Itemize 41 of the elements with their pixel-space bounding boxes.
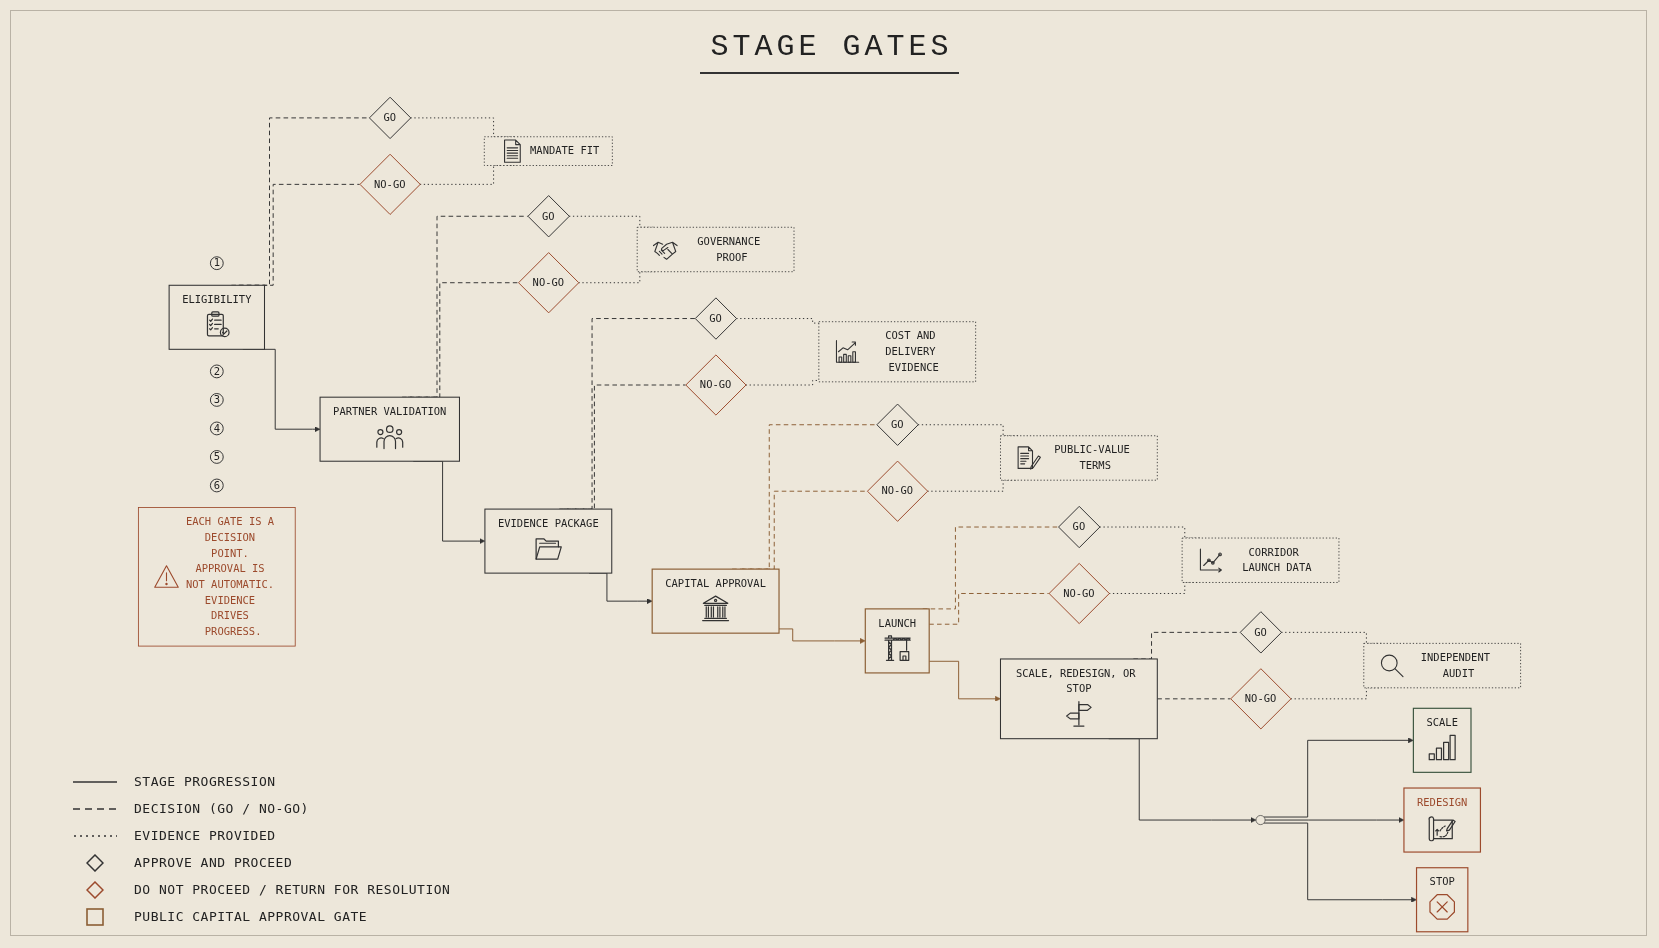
legend-label: STAGE PROGRESSION [134, 774, 276, 789]
node-circle: 5 [209, 450, 224, 464]
node-diamond: NO-GO [866, 460, 929, 522]
node-circle: 3 [209, 393, 224, 407]
node-diamond: GO [876, 403, 919, 446]
legend-label: DECISION (GO / NO-GO) [134, 801, 309, 816]
node-circle [1255, 815, 1266, 825]
node-diamond: GO [1058, 505, 1101, 549]
node-circle: 6 [209, 478, 224, 493]
node-diamond: NO-GO [518, 252, 580, 314]
legend-label: PUBLIC CAPITAL APPROVAL GATE [134, 909, 368, 924]
node-box: EVIDENCE PACKAGE [484, 508, 613, 574]
node-box: PUBLIC-VALUE TERMS [1000, 435, 1158, 481]
node-box: CAPITAL APPROVAL [651, 568, 780, 634]
node-box: COST AND DELIVERY EVIDENCE [818, 321, 977, 383]
node-circle: 1 [209, 256, 224, 271]
node-box: INDEPENDENT AUDIT [1363, 642, 1522, 689]
legend-label: DO NOT PROCEED / RETURN FOR RESOLUTION [134, 882, 451, 897]
node-diamond: NO-GO [685, 354, 747, 416]
node-box: STOP [1415, 867, 1469, 933]
node-box: PARTNER VALIDATION [319, 396, 460, 462]
node-box: LAUNCH [864, 608, 930, 674]
node-diamond: GO [694, 297, 738, 340]
node-circle: 2 [209, 364, 224, 379]
node-box: ELIGIBILITY [168, 284, 266, 350]
node-diamond: GO [527, 195, 570, 238]
node-diamond: NO-GO [359, 153, 421, 215]
node-diamond: GO [1239, 611, 1283, 654]
node-diamond: GO [368, 96, 412, 140]
node-box: SCALE, REDESIGN, OR STOP [999, 658, 1158, 740]
node-circle: 4 [209, 421, 224, 436]
node-diamond: NO-GO [1230, 668, 1292, 730]
node-box: EACH GATE IS A DECISION POINT. APPROVAL IS NOT AUTOMATIC. EVIDENCE DRIVES PROGRESS. [137, 507, 296, 647]
node-box: REDESIGN [1403, 787, 1482, 853]
node-box: CORRIDOR LAUNCH DATA [1181, 537, 1340, 583]
node-box: GOVERNANCE PROOF [636, 226, 795, 273]
node-diamond: NO-GO [1048, 562, 1110, 625]
legend-label: EVIDENCE PROVIDED [134, 828, 276, 843]
diagram-title: STAGE GATES [700, 30, 959, 74]
legend-label: APPROVE AND PROCEED [134, 855, 293, 870]
node-box: SCALE [1412, 707, 1472, 773]
